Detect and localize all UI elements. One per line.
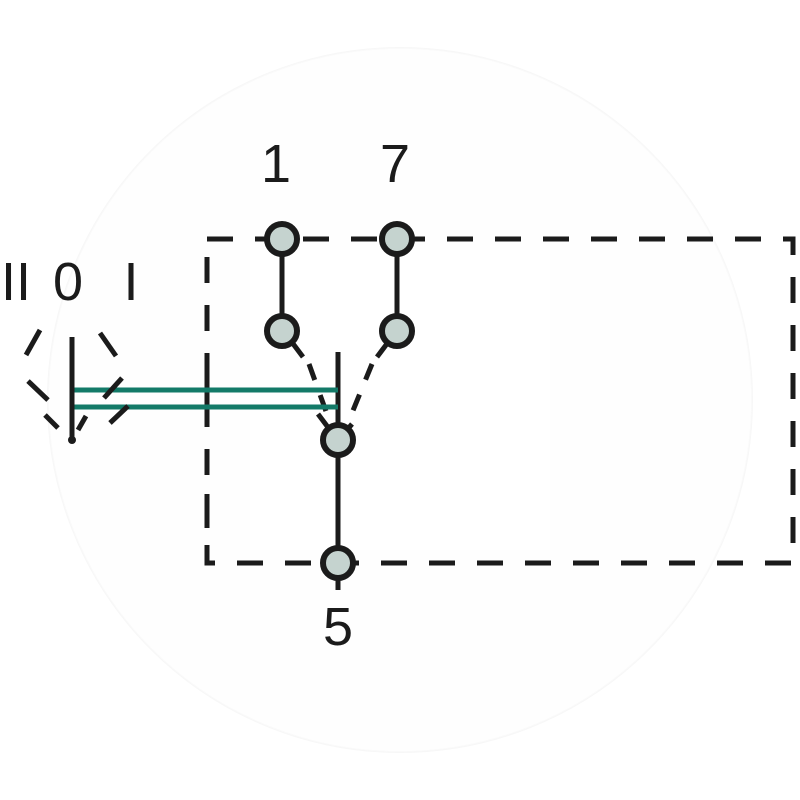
contact-bottom-5 xyxy=(320,545,356,581)
position-label-one: I xyxy=(123,252,138,312)
contact-top-1 xyxy=(264,221,300,257)
radial-line-7 xyxy=(75,414,89,432)
terminal-label-1: 1 xyxy=(261,134,291,194)
terminal-label-5: 5 xyxy=(323,597,353,657)
contact-nodes xyxy=(264,221,415,581)
travel-path-left xyxy=(306,363,335,429)
radial-line-5 xyxy=(102,376,124,400)
radial-line-6 xyxy=(108,404,130,425)
contact-mid-7 xyxy=(379,313,415,349)
radial-line-1 xyxy=(23,328,43,357)
position-label-zero: 0 xyxy=(53,252,83,312)
radial-line-4 xyxy=(97,331,119,358)
actuator-radial-fan xyxy=(23,328,130,432)
terminal-label-7: 7 xyxy=(380,134,410,194)
radial-line-3 xyxy=(43,413,60,430)
contact-travel-paths xyxy=(306,363,375,431)
watermark-circle xyxy=(47,47,753,753)
contact-top-7 xyxy=(379,221,415,257)
contact-mid-1 xyxy=(264,313,300,349)
actuator-pivot-dot xyxy=(68,436,76,444)
contact-center xyxy=(320,422,356,458)
link-bars xyxy=(72,387,338,410)
travel-path-right xyxy=(342,363,375,431)
position-label-two: II xyxy=(1,252,31,312)
radial-line-2 xyxy=(26,379,50,402)
actuator-lever xyxy=(23,328,130,444)
